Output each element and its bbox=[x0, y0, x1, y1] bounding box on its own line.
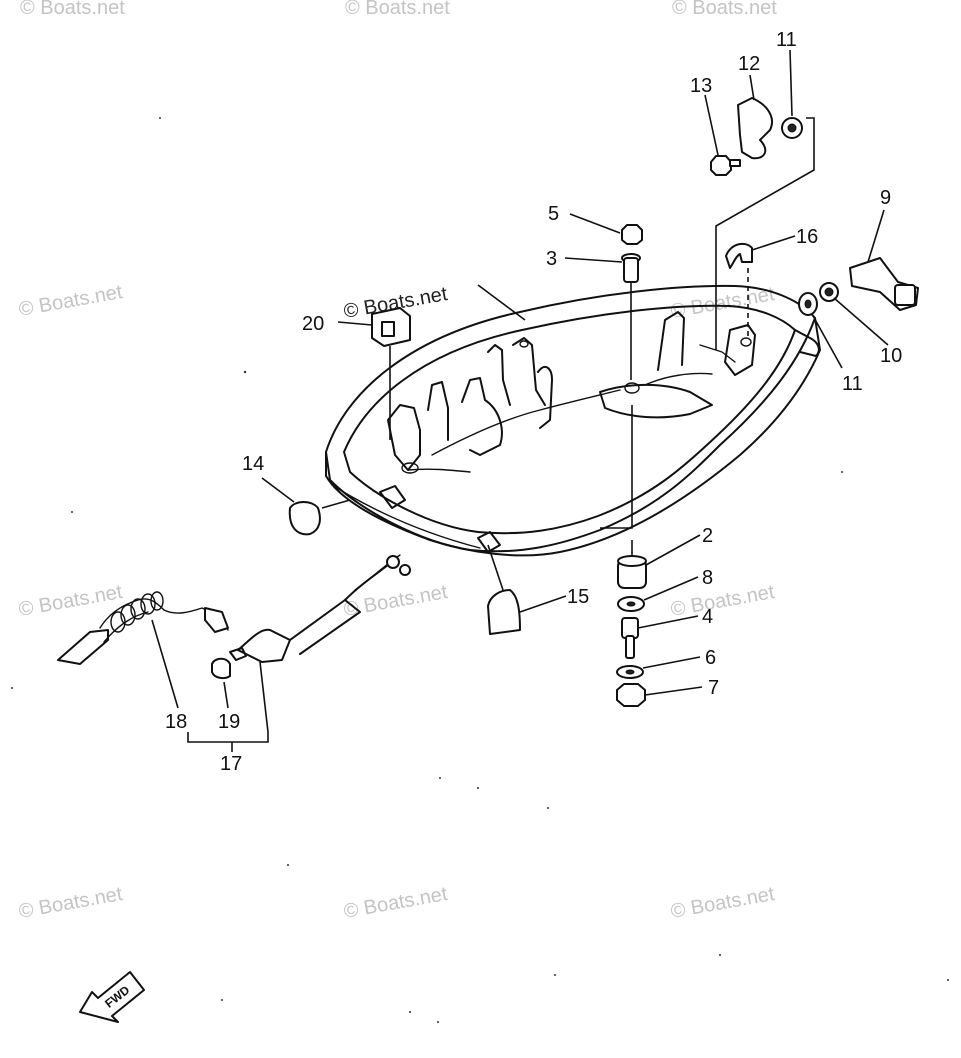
part-12-bracket bbox=[737, 97, 773, 160]
watermark-2: © Boats.net bbox=[345, 0, 450, 19]
part-10-seal bbox=[819, 282, 839, 302]
part-6-washer-hole bbox=[625, 669, 635, 675]
part-11-grommet-top bbox=[781, 117, 803, 139]
part-9-fuel-joint bbox=[849, 257, 919, 311]
part-13-bolt bbox=[710, 155, 741, 176]
callout-3: 3 bbox=[546, 248, 557, 270]
callout-8: 8 bbox=[702, 567, 713, 589]
part-18-lanyard bbox=[57, 591, 229, 665]
part-16-clip bbox=[725, 242, 753, 269]
watermark-7: © Boats.net bbox=[17, 581, 124, 621]
part-3-collar bbox=[621, 253, 641, 283]
callout-2: 2 bbox=[702, 525, 713, 547]
part-20-clamp bbox=[371, 307, 411, 347]
part-11-grommet-right bbox=[798, 292, 818, 316]
part-17-stop-switch bbox=[229, 554, 411, 663]
part-15-boot bbox=[487, 589, 521, 635]
fwd-label: FWD bbox=[102, 983, 132, 1011]
print-specks bbox=[11, 117, 949, 1023]
watermark-11: © Boats.net bbox=[342, 883, 449, 923]
watermark-1: © Boats.net bbox=[20, 0, 125, 19]
callout-4: 4 bbox=[702, 606, 713, 628]
callout-9: 9 bbox=[880, 187, 891, 209]
callout-17: 17 bbox=[220, 753, 242, 775]
callout-20: 20 bbox=[302, 313, 324, 335]
watermark-12: © Boats.net bbox=[669, 883, 776, 923]
watermark-10: © Boats.net bbox=[17, 883, 124, 923]
callout-numbers: 11 12 13 9 5 16 3 20 10 11 14 2 8 15 4 6… bbox=[165, 29, 902, 775]
callout-7: 7 bbox=[708, 677, 719, 699]
watermark-4: © Boats.net bbox=[17, 281, 124, 321]
callout-16: 16 bbox=[796, 226, 818, 248]
watermarks: © Boats.net © Boats.net © Boats.net © Bo… bbox=[17, 0, 777, 923]
part-8-washer-hole bbox=[626, 601, 636, 607]
part-2-grommet bbox=[617, 555, 647, 589]
watermark-3: © Boats.net bbox=[672, 0, 777, 19]
callout-15: 15 bbox=[567, 586, 589, 608]
watermark-9: © Boats.net bbox=[669, 581, 776, 621]
part-7-nut bbox=[616, 683, 646, 707]
callout-14: 14 bbox=[242, 453, 264, 475]
callout-12: 12 bbox=[738, 53, 760, 75]
part-14-cap bbox=[288, 501, 321, 536]
callout-11-top: 11 bbox=[776, 29, 797, 51]
callout-19: 19 bbox=[218, 711, 240, 733]
part-19-cap bbox=[211, 657, 231, 680]
callout-18: 18 bbox=[165, 711, 187, 733]
part-5-nut bbox=[621, 224, 643, 245]
leader-lines bbox=[151, 49, 889, 752]
callout-6: 6 bbox=[705, 647, 716, 669]
fwd-direction-arrow: FWD bbox=[79, 971, 145, 1023]
bottom-cowling bbox=[325, 284, 821, 557]
part-4-collar bbox=[621, 617, 639, 659]
callout-10: 10 bbox=[880, 345, 902, 367]
callout-13: 13 bbox=[690, 75, 712, 97]
callout-5: 5 bbox=[548, 203, 559, 225]
callout-11-right: 11 bbox=[842, 373, 863, 395]
